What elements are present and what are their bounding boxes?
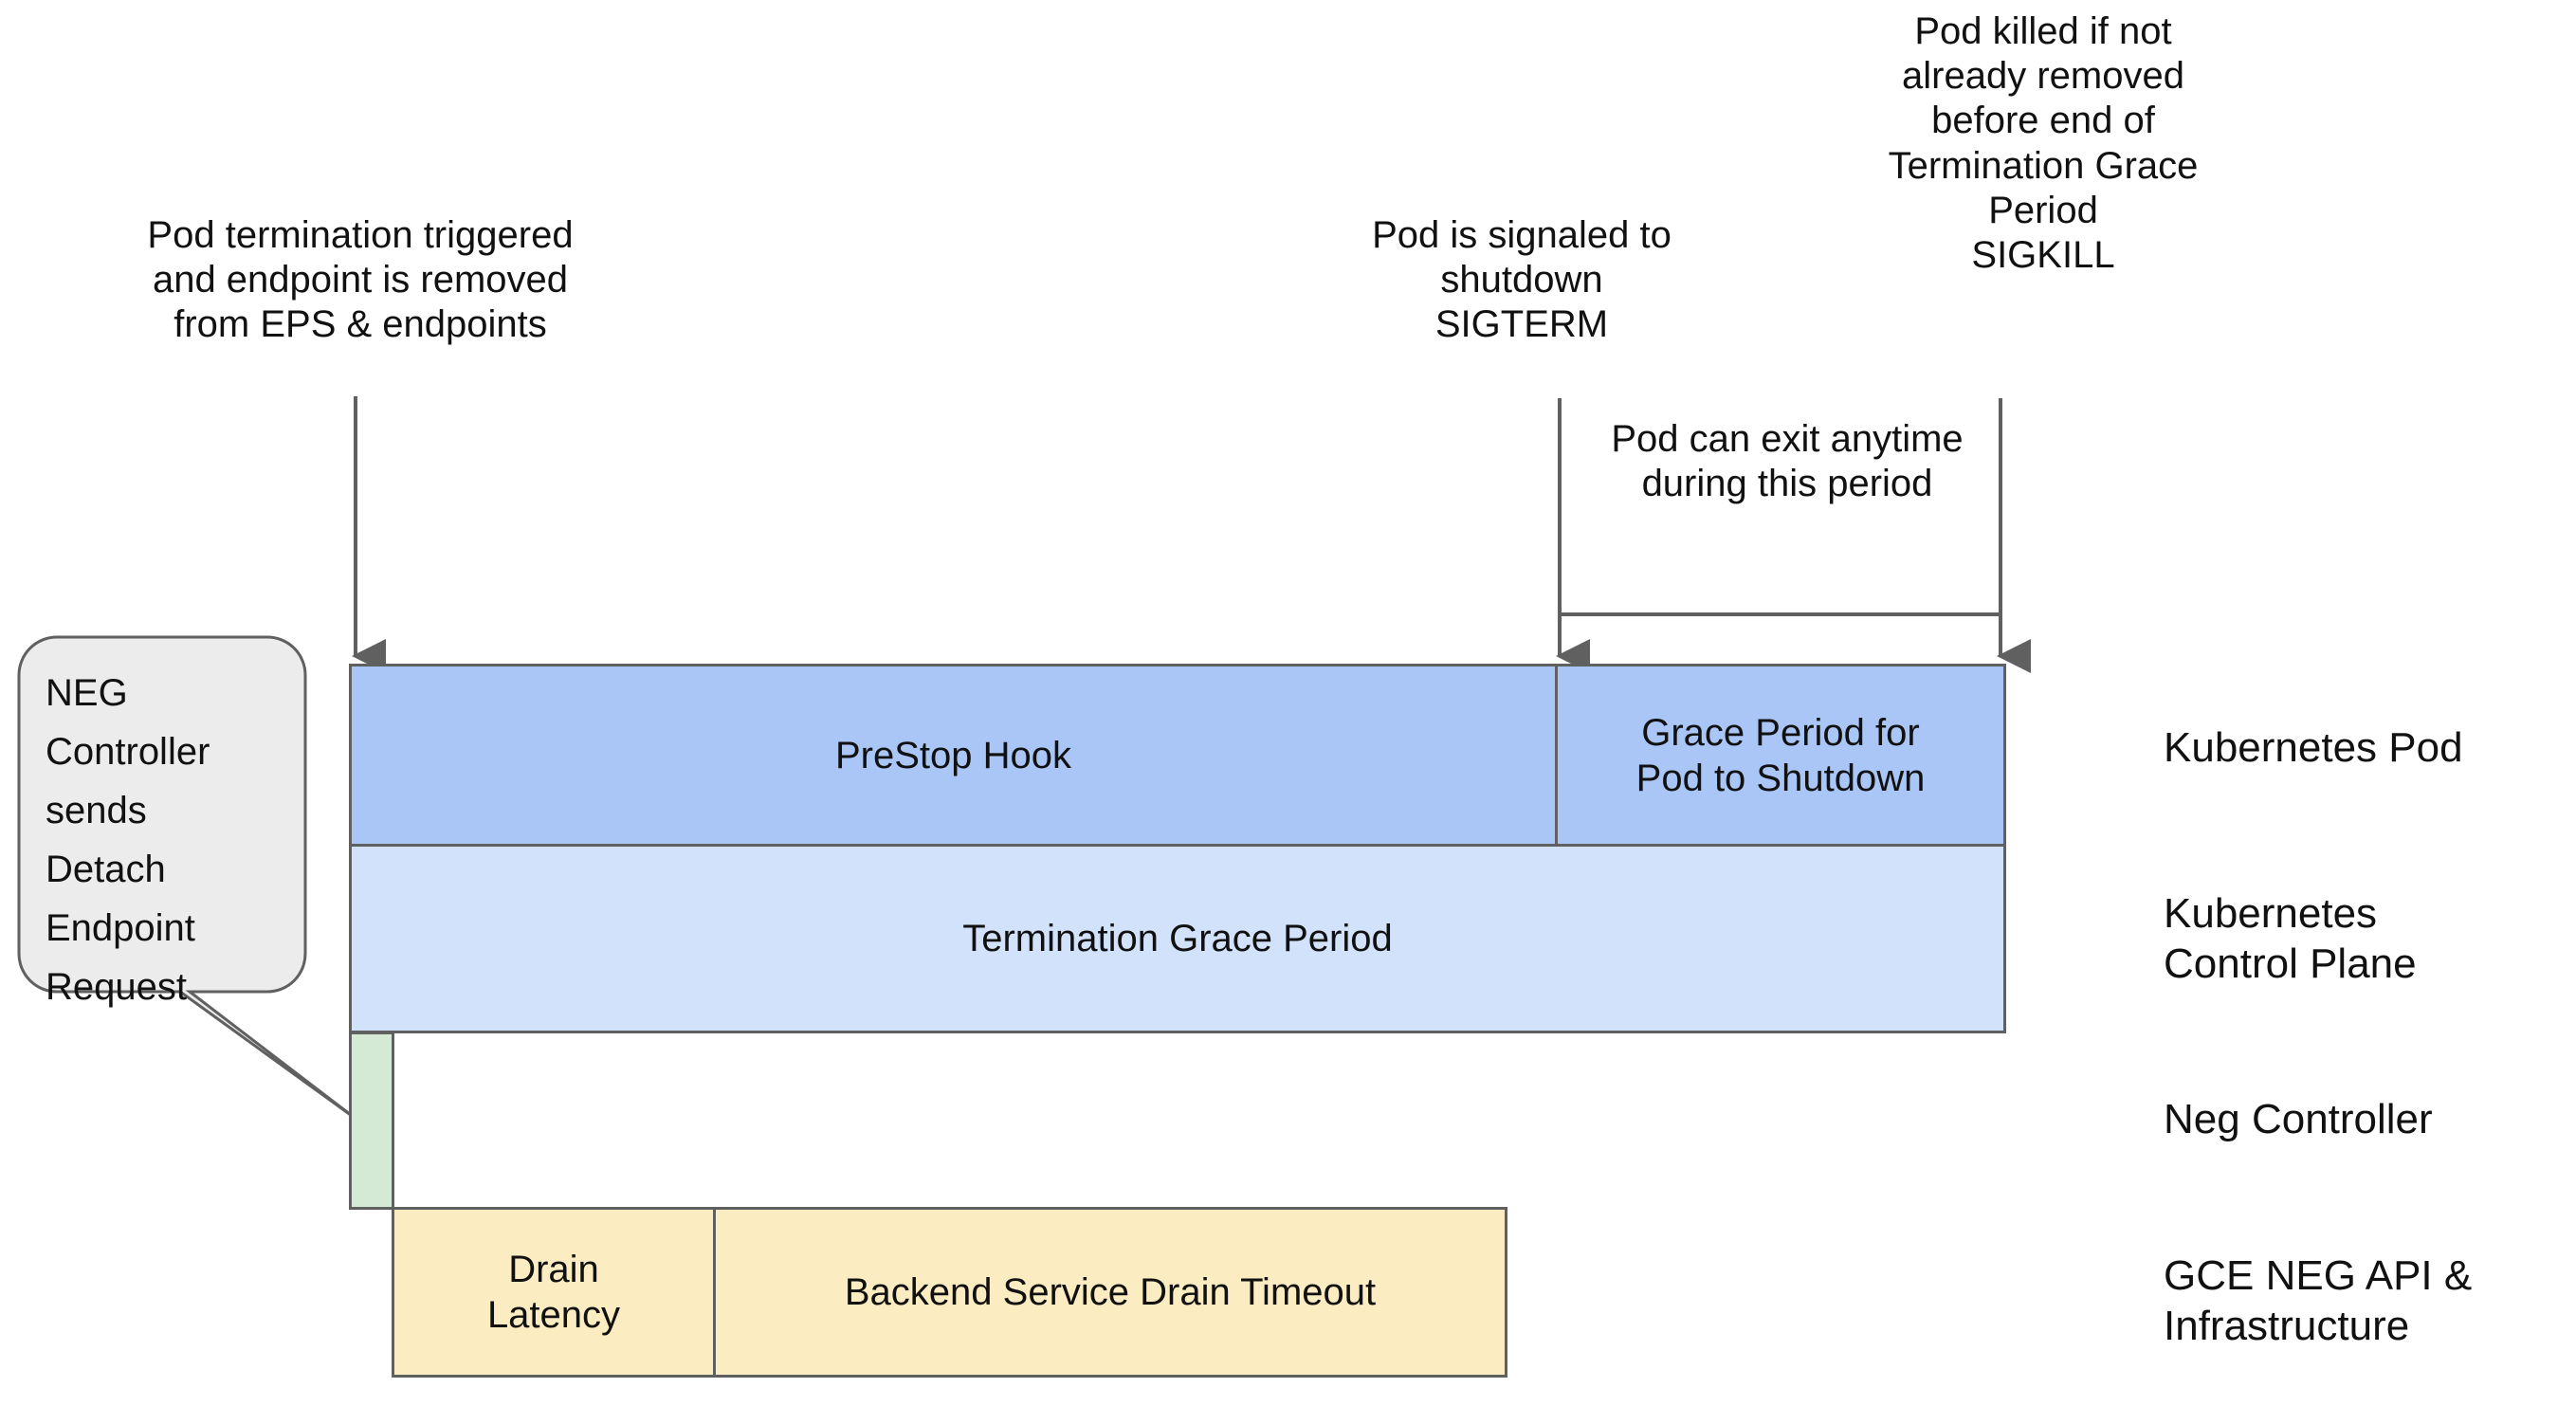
annotation-pod-exit-anytime: Pod can exit anytime during this period [1611, 418, 1964, 505]
bar-prestop-hook[interactable]: PreStop Hook [349, 664, 1558, 847]
lane-label-gce-neg-api: GCE NEG API & Infrastructure [2164, 1252, 2473, 1349]
bar-backend-service-drain-timeout[interactable]: Backend Service Drain Timeout [713, 1207, 1507, 1378]
bar-termination-grace-period-label: Termination Grace Period [962, 918, 1393, 959]
bar-grace-period-label: Grace Period for Pod to Shutdown [1635, 711, 1926, 799]
bar-termination-grace-period[interactable]: Termination Grace Period [349, 844, 2006, 1033]
lane-label-kubernetes-control-plane: Kubernetes Control Plane [2164, 890, 2417, 987]
callout-text-neg-detach: NEG Controller sends Detach Endpoint Req… [46, 672, 210, 1008]
lane-label-kubernetes-pod: Kubernetes Pod [2164, 724, 2463, 771]
bar-backend-service-drain-timeout-label: Backend Service Drain Timeout [844, 1271, 1377, 1313]
bar-prestop-hook-label: PreStop Hook [834, 734, 1072, 776]
bar-grace-period[interactable]: Grace Period for Pod to Shutdown [1555, 664, 2006, 847]
annotation-sigkill: Pod killed if not already removed before… [1888, 10, 2199, 276]
lane-label-neg-controller: Neg Controller [2164, 1096, 2433, 1142]
annotation-sigterm: Pod is signaled to shutdown SIGTERM [1372, 214, 1672, 346]
bar-neg-controller[interactable] [349, 1032, 394, 1210]
bar-drain-latency[interactable]: Drain Latency [392, 1207, 716, 1378]
annotation-pod-termination: Pod termination triggered and endpoint i… [147, 214, 574, 346]
bar-drain-latency-label: Drain Latency [486, 1249, 621, 1336]
